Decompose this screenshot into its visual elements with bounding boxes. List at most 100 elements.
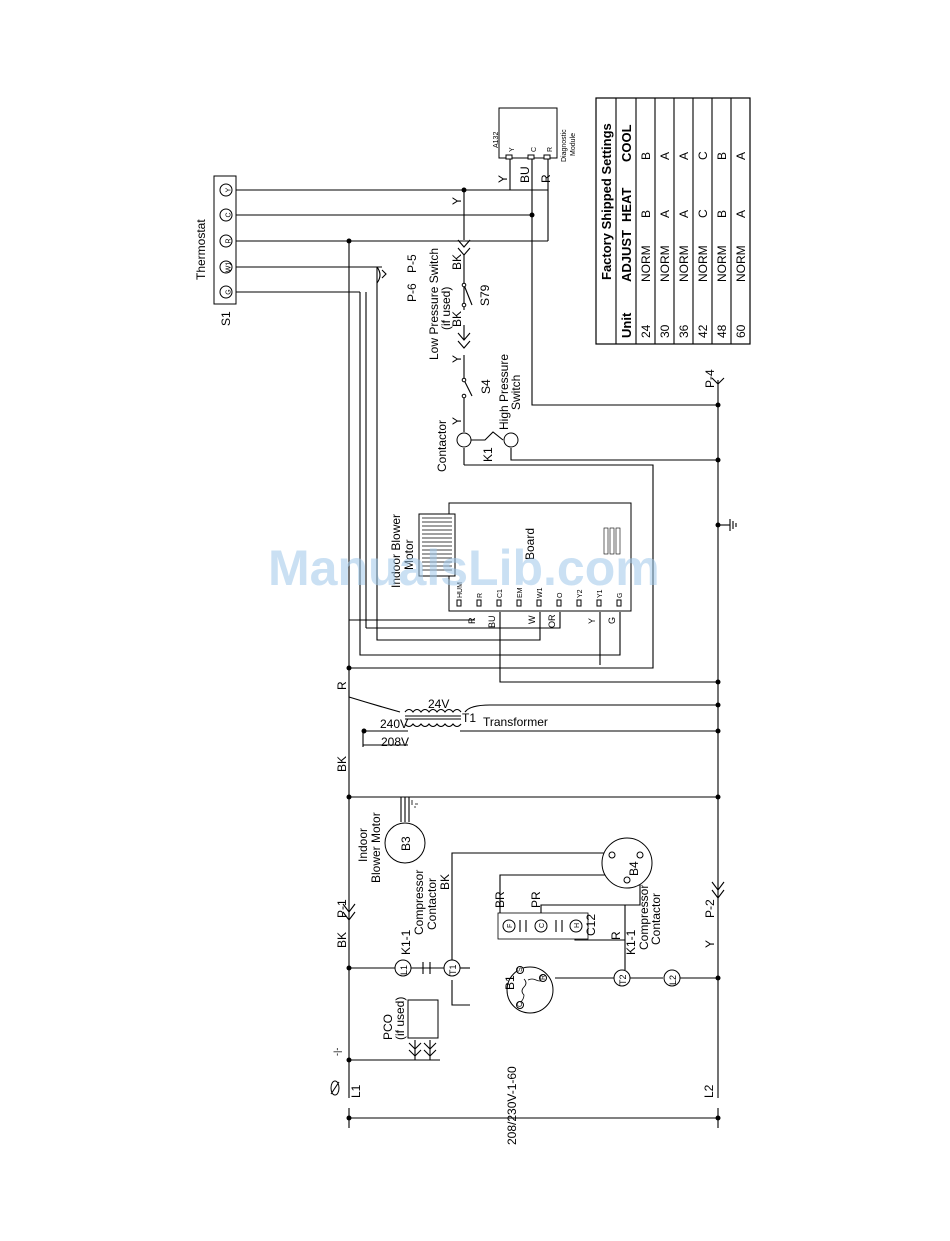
board-terminal-w1: W1 [537,587,544,598]
power-l2: L2 [702,1084,716,1098]
board-terminal-r: R [477,593,484,598]
diagnostic-module: A132 Diagnostic Module Y C R Y BU R [493,107,577,183]
watermark: ManualsLib.com [268,540,660,596]
wire-bk-t1: BK [438,874,452,890]
settings-cell: B [639,210,653,218]
high-pressure-line2: Switch [509,375,523,410]
transformer: 24V 240V 208V T1 Transformer [380,697,548,749]
power-supply: -|- L1 L2 208/230V-1-60 [330,1048,716,1145]
contactor-ref: K1 [481,447,495,462]
diagnostic-terminal-y: Y [509,147,516,152]
wiring [236,158,730,1128]
indoor-blower-motor: B3 Indoor Blower Motor [356,800,426,883]
settings-cell: B [715,210,729,218]
compressor-b1: C S R B1 [503,966,554,1014]
settings-cell: A [658,210,672,218]
board-terminal-g: G [617,593,624,598]
compressor-ref: B1 [503,975,517,990]
ground-symbol [729,519,737,531]
thermostat-label: Thermostat [194,219,208,280]
thermostat-terminal-g: G [226,289,233,294]
plug-p2-label: P-2 [703,899,717,918]
settings-header-heat: HEAT [619,188,634,222]
board-terminal-o: O [557,592,564,598]
k1-line2: Contactor [425,878,439,930]
board-wire-w: W [527,615,537,624]
settings-cell: NORM [639,245,653,282]
settings-cell: 24 [639,324,653,338]
k1-t1-terminal: T1 [448,964,458,975]
capacitor-terminal-c: C [539,923,546,928]
settings-cell: B [639,152,653,160]
transformer-24v: 24V [428,697,449,711]
low-pressure-line1: Low Pressure Switch [427,248,441,360]
settings-cell: 30 [658,324,672,338]
wire-bk-label-2: BK [450,311,464,327]
k1-line1: Compressor [412,870,426,935]
wire-r-t2: R [609,931,623,940]
settings-cell: NORM [658,245,672,282]
high-pressure-ref: S4 [479,379,493,394]
board-terminals: HUM R C1 EM W1 O Y2 Y1 G [456,582,624,607]
plug-p2: P-2 Y [703,881,725,948]
settings-cell: 60 [734,324,748,338]
board-wire-y: Y [587,618,597,624]
wire-y-module: Y [496,175,510,183]
wire-bu-module: BU [518,166,532,183]
blower-motor-line2: Blower Motor [369,812,383,883]
plug-p1-label: P-1 [335,899,349,918]
wire-pr: PR [529,891,543,908]
wire-y-p2: Y [703,940,717,948]
plug-p4-label: P-4 [703,369,717,388]
diagnostic-module-label-1: Diagnostic [561,129,568,162]
thermostat-terminal-r: R [226,238,233,243]
pco: PCO (if used) [381,997,439,1057]
board-terminal-y1: Y1 [597,589,604,598]
thermostat: Y C R W1 G Thermostat S1 [194,175,237,326]
plug-p6-p5: P-6 P-5 [376,254,419,302]
pco-line1: PCO [381,1014,395,1040]
capacitor-terminal-h: H [574,923,581,928]
capacitor-c12: F C H C12 BR PR [493,891,598,940]
contactor-label: Contactor [435,420,449,472]
settings-cell: 36 [677,324,691,338]
power-supply-label: 208/230V-1-60 [505,1066,519,1145]
fan-b4: B4 [601,837,653,889]
settings-cell: A [734,152,748,160]
board-motor-line1: Indoor Blower [389,514,403,588]
wire-y-label-1: Y [450,197,464,205]
fan-ref: B4 [627,861,641,876]
settings-cell: A [658,152,672,160]
compressor-pin-c: C [517,1002,524,1007]
compressor-contactor: L1 T1 K1-1 Compressor Contactor BK [394,870,461,977]
settings-cell: NORM [677,245,691,282]
factory-settings-table: Factory Shipped Settings Unit ADJUST HEA… [595,97,751,345]
k1-l2-terminal: L2 [668,975,678,985]
wire-bk-l1: BK [335,756,349,772]
settings-cell: C [696,151,710,160]
board-motor-line2: Motor [402,539,416,570]
transformer-240v: 240V [380,717,408,731]
board-terminal-y2: Y2 [577,589,584,598]
board-dip-switches [603,527,621,555]
thermostat-terminal-y: Y [226,187,233,192]
settings-cell: 42 [696,324,710,338]
plug-p5-label: P-5 [405,254,419,273]
k1-load-terminals: T2 L2 K1-1 Compressor Contactor R [609,885,681,987]
low-pressure-switch: Low Pressure Switch (if used) S79 [427,248,492,360]
settings-cell: A [734,210,748,218]
k1-line2-2: Contactor [649,893,663,945]
board-terminal-hum: HUM [457,582,464,598]
k1-t2-terminal: T2 [618,974,628,985]
thermostat-terminal-c: C [226,212,233,217]
diagnostic-terminal-r: R [547,147,554,152]
y-branch-labels: Y BK BK Y Y [450,197,471,425]
settings-cell: A [677,152,691,160]
compressor-pin-r: R [540,975,547,980]
board-wire-g: G [607,617,617,624]
k1-ref: K1-1 [399,929,413,955]
settings-title: Factory Shipped Settings [599,123,614,280]
diagnostic-module-label-2: Module [570,133,577,156]
low-pressure-ref: S79 [478,284,492,306]
